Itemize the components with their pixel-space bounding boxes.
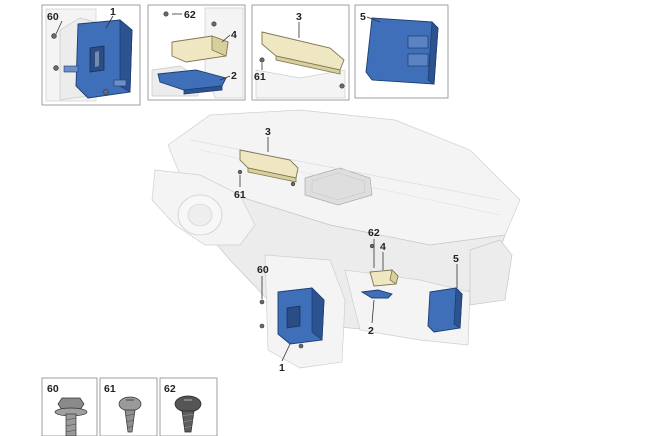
callout-61: 61 bbox=[254, 71, 266, 83]
callout-1: 1 bbox=[110, 6, 116, 18]
callout-4: 4 bbox=[231, 29, 237, 41]
main-part-module-5[interactable]: 5 bbox=[427, 253, 463, 333]
callout-60-fastener: 60 bbox=[47, 383, 59, 395]
fastener-panel-62[interactable]: 62 bbox=[159, 377, 218, 436]
fastener-panel-60[interactable]: 60 bbox=[41, 377, 98, 436]
main-part-control-unit[interactable]: 60 1 bbox=[257, 264, 325, 374]
callout-62: 62 bbox=[184, 9, 196, 21]
detail-panel-control-unit[interactable]: 60 1 bbox=[41, 4, 141, 106]
callout-62-main: 62 bbox=[368, 227, 380, 239]
callout-3: 3 bbox=[296, 11, 302, 23]
detail-panel-module-5[interactable]: 5 bbox=[354, 4, 449, 99]
detail-panel-bracket[interactable]: 62 4 2 bbox=[147, 4, 246, 101]
dashboard-assembly bbox=[151, 109, 521, 369]
callout-2-main: 2 bbox=[368, 325, 374, 337]
callout-1-main: 1 bbox=[279, 362, 285, 374]
callout-2: 2 bbox=[231, 70, 237, 82]
callout-62-fastener: 62 bbox=[164, 383, 176, 395]
callout-4-main: 4 bbox=[380, 241, 386, 253]
fastener-panel-61[interactable]: 61 bbox=[99, 377, 158, 436]
main-part-airbag[interactable]: 3 61 bbox=[234, 126, 299, 201]
detail-panel-airbag[interactable]: 3 61 bbox=[251, 4, 350, 101]
callout-60-main: 60 bbox=[257, 264, 269, 276]
main-part-bracket[interactable]: 62 4 2 bbox=[360, 227, 399, 337]
callout-5-main: 5 bbox=[453, 253, 459, 265]
callout-61-main: 61 bbox=[234, 189, 246, 201]
callout-61-fastener: 61 bbox=[104, 383, 116, 395]
callout-5: 5 bbox=[360, 11, 366, 23]
callout-3-main: 3 bbox=[265, 126, 271, 138]
callout-60: 60 bbox=[47, 11, 59, 23]
